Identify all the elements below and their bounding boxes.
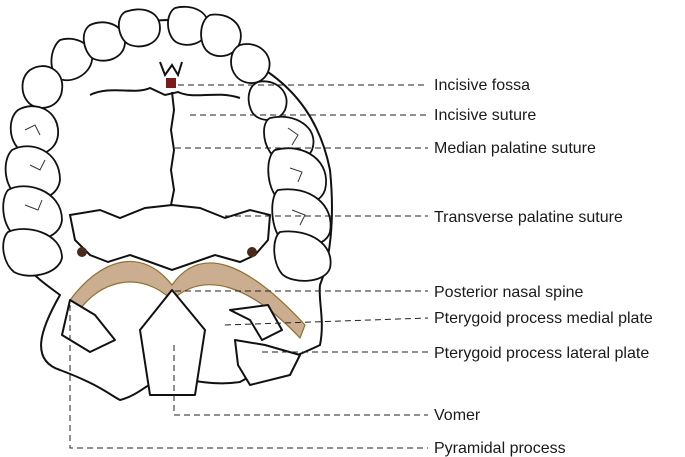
greater-palatine-foramen-left — [77, 247, 87, 257]
palatine-posterior-band — [69, 260, 306, 340]
pterygoid-lateral-plate-shape — [234, 339, 301, 386]
label-pyramidal-process: Pyramidal process — [434, 440, 566, 457]
label-vomer: Vomer — [434, 407, 481, 424]
tooth — [230, 43, 271, 84]
incisive-fossa-marker — [166, 78, 176, 88]
leader-vomer — [173, 345, 428, 416]
label-median-palatine-suture: Median palatine suture — [434, 140, 596, 157]
teeth-right — [167, 6, 332, 282]
label-incisive-fossa: Incisive fossa — [434, 77, 530, 94]
label-pterygoid-lateral-plate: Pterygoid process lateral plate — [434, 345, 649, 362]
tooth — [200, 13, 242, 57]
greater-palatine-foramen-right — [247, 247, 257, 257]
label-incisive-suture: Incisive suture — [434, 107, 536, 124]
label-pterygoid-medial-plate: Pterygoid process medial plate — [434, 310, 653, 327]
leader-pterygoid-medial — [224, 317, 429, 326]
tooth — [21, 65, 64, 109]
vomer-shape — [139, 289, 206, 396]
incisive-fossa-notch — [159, 61, 183, 78]
label-transverse-palatine-suture: Transverse palatine suture — [434, 209, 623, 226]
tooth — [118, 8, 161, 48]
tooth — [167, 6, 209, 46]
tooth — [247, 80, 288, 121]
median-palatine-suture-line — [169, 91, 176, 206]
leader-pyramidal-process — [69, 305, 428, 449]
tooth — [82, 21, 126, 62]
pterygoid-medial-plate-shape — [229, 304, 283, 341]
label-posterior-nasal-spine: Posterior nasal spine — [434, 284, 584, 301]
tooth — [273, 230, 332, 282]
pterygoid-left-shape — [61, 299, 116, 353]
tooth — [2, 228, 63, 277]
teeth-left — [2, 8, 161, 277]
incisive-suture-line — [89, 86, 241, 99]
tooth — [50, 37, 94, 82]
